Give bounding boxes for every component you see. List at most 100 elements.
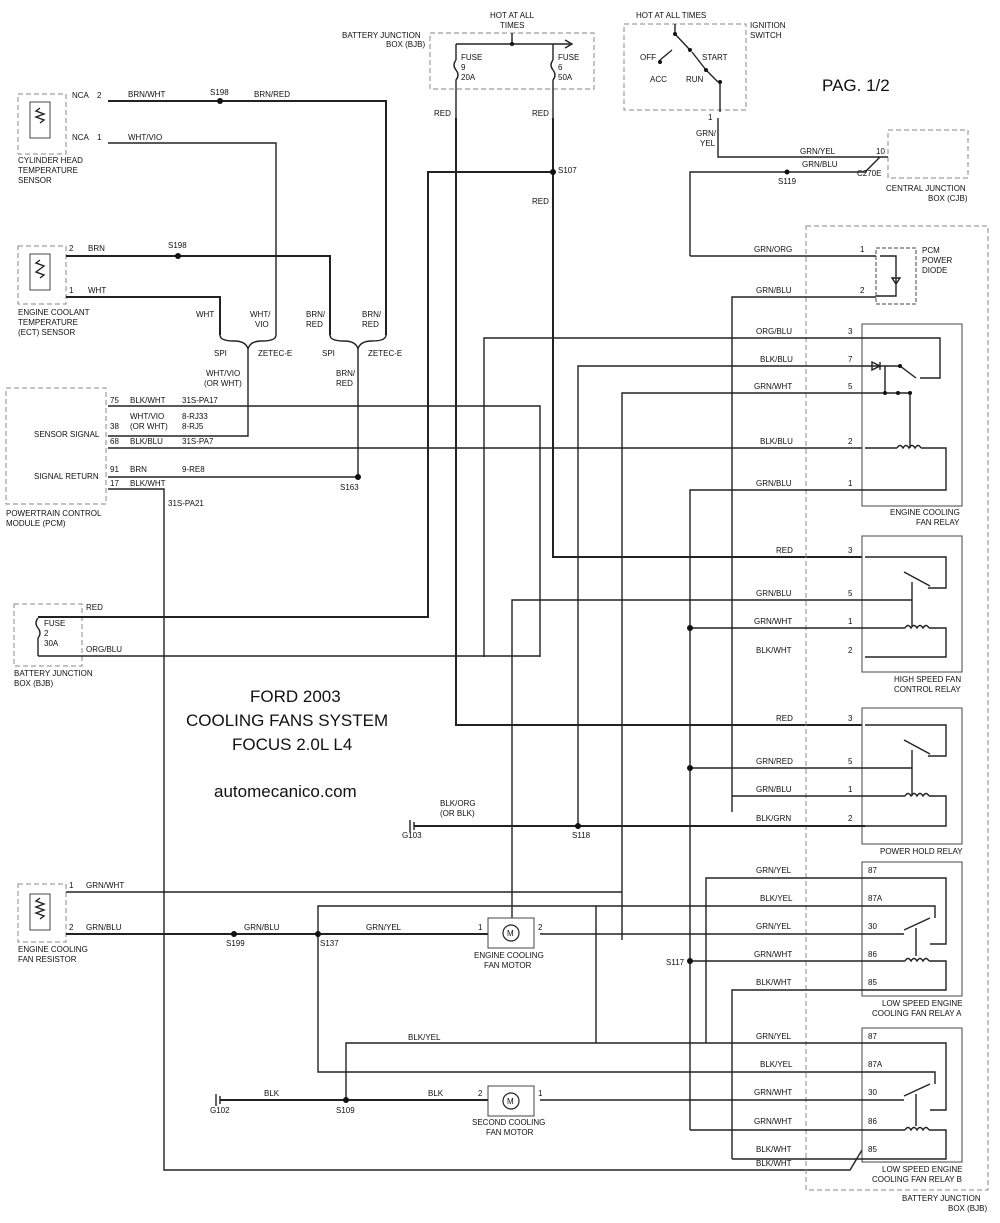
- svg-text:DIODE: DIODE: [922, 266, 947, 275]
- svg-text:NCA: NCA: [72, 91, 90, 100]
- svg-text:85: 85: [868, 1145, 877, 1154]
- svg-text:(OR WHT): (OR WHT): [204, 379, 242, 388]
- bjb-left-box: [13, 603, 83, 667]
- svg-text:YEL: YEL: [700, 139, 716, 148]
- svg-text:GRN/BLU: GRN/BLU: [86, 923, 122, 932]
- svg-text:POWERTRAIN CONTROL: POWERTRAIN CONTROL: [6, 509, 102, 518]
- svg-text:9-RE8: 9-RE8: [182, 465, 205, 474]
- svg-text:1: 1: [848, 617, 853, 626]
- svg-text:1: 1: [538, 1089, 543, 1098]
- svg-text:GRN/BLU: GRN/BLU: [756, 589, 792, 598]
- svg-text:GRN/WHT: GRN/WHT: [86, 881, 124, 890]
- svg-text:S198: S198: [168, 241, 187, 250]
- svg-text:RED: RED: [336, 379, 353, 388]
- svg-text:S117: S117: [666, 958, 685, 967]
- svg-text:68: 68: [110, 437, 119, 446]
- svg-text:1: 1: [708, 113, 713, 122]
- svg-text:1: 1: [69, 286, 74, 295]
- svg-text:GRN/WHT: GRN/WHT: [754, 1117, 792, 1126]
- cjb-box: [887, 129, 969, 179]
- pcm-box: [5, 387, 107, 505]
- fuse9-label: FUSE: [461, 53, 482, 62]
- svg-text:S163: S163: [340, 483, 359, 492]
- svg-text:ENGINE COOLANT: ENGINE COOLANT: [18, 308, 90, 317]
- svg-text:31S-PA7: 31S-PA7: [182, 437, 214, 446]
- svg-text:ORG/BLU: ORG/BLU: [86, 645, 122, 654]
- svg-text:ORG/BLU: ORG/BLU: [756, 327, 792, 336]
- svg-text:RED: RED: [86, 603, 103, 612]
- svg-text:TEMPERATURE: TEMPERATURE: [18, 318, 78, 327]
- svg-text:BLK/WHT: BLK/WHT: [130, 396, 166, 405]
- svg-text:87A: 87A: [868, 1060, 883, 1069]
- svg-text:1: 1: [97, 133, 102, 142]
- svg-text:RED: RED: [532, 197, 549, 206]
- svg-text:17: 17: [110, 479, 119, 488]
- ignition-switch-label: IGNITION: [750, 21, 786, 30]
- svg-text:LOW SPEED ENGINE: LOW SPEED ENGINE: [882, 1165, 962, 1174]
- svg-text:GRN/RED: GRN/RED: [756, 757, 793, 766]
- svg-text:RUN: RUN: [686, 75, 704, 84]
- svg-text:86: 86: [868, 1117, 877, 1126]
- ls-relay-b-box: [861, 1027, 963, 1163]
- svg-text:GRN/WHT: GRN/WHT: [754, 950, 792, 959]
- svg-text:BLK/BLU: BLK/BLU: [760, 355, 793, 364]
- svg-text:RED: RED: [776, 714, 793, 723]
- svg-text:BLK/YEL: BLK/YEL: [760, 894, 793, 903]
- svg-text:G103: G103: [402, 831, 422, 840]
- svg-text:WHT/VIO: WHT/VIO: [130, 412, 164, 421]
- svg-text:GRN/WHT: GRN/WHT: [754, 1088, 792, 1097]
- svg-text:75: 75: [110, 396, 119, 405]
- svg-text:86: 86: [868, 950, 877, 959]
- svg-text:6: 6: [558, 63, 563, 72]
- svg-text:2: 2: [44, 629, 49, 638]
- svg-text:8-RJ33: 8-RJ33: [182, 412, 208, 421]
- svg-text:BLK/WHT: BLK/WHT: [130, 479, 166, 488]
- svg-text:BRN/: BRN/: [362, 310, 382, 319]
- motor-icon: [502, 924, 520, 942]
- svg-text:BLK/YEL: BLK/YEL: [408, 1033, 441, 1042]
- page-number: PAG. 1/2: [822, 76, 890, 95]
- svg-text:GRN/YEL: GRN/YEL: [756, 1032, 792, 1041]
- svg-text:COOLING FAN RELAY A: COOLING FAN RELAY A: [872, 1009, 962, 1018]
- svg-text:BATTERY JUNCTION: BATTERY JUNCTION: [902, 1194, 981, 1203]
- svg-text:SPI: SPI: [214, 349, 227, 358]
- svg-text:1: 1: [848, 785, 853, 794]
- svg-text:ENGINE COOLING: ENGINE COOLING: [474, 951, 544, 960]
- svg-text:WHT/VIO: WHT/VIO: [128, 133, 162, 142]
- pcm-diode-label: PCM: [922, 246, 940, 255]
- svg-text:BLK: BLK: [428, 1089, 444, 1098]
- ignition-switch-box: [623, 23, 747, 111]
- svg-text:G102: G102: [210, 1106, 230, 1115]
- bjb-right-box: [805, 225, 989, 1191]
- svg-text:BLK/WHT: BLK/WHT: [756, 646, 792, 655]
- ls-relay-a-box: [861, 861, 963, 997]
- svg-text:3: 3: [848, 327, 853, 336]
- svg-text:BLK/GRN: BLK/GRN: [756, 814, 791, 823]
- svg-text:9: 9: [461, 63, 466, 72]
- ecf-motor-box: [487, 917, 535, 949]
- svg-text:OFF: OFF: [640, 53, 656, 62]
- bjb-top-label-2: BOX (BJB): [386, 40, 425, 49]
- svg-text:S199: S199: [226, 939, 245, 948]
- svg-text:RED: RED: [776, 546, 793, 555]
- fuse6-icon: [550, 59, 556, 118]
- svg-text:GRN/YEL: GRN/YEL: [366, 923, 402, 932]
- svg-text:GRN/BLU: GRN/BLU: [756, 785, 792, 794]
- svg-text:BRN/RED: BRN/RED: [254, 90, 290, 99]
- svg-text:2: 2: [97, 91, 102, 100]
- hot-at-all-times-label: HOT AT ALL: [490, 11, 535, 20]
- svg-text:GRN/BLU: GRN/BLU: [802, 160, 838, 169]
- svg-text:SPI: SPI: [322, 349, 335, 358]
- svg-text:FAN RELAY: FAN RELAY: [916, 518, 960, 527]
- svg-text:GRN/WHT: GRN/WHT: [754, 382, 792, 391]
- svg-text:WHT/VIO: WHT/VIO: [206, 369, 240, 378]
- svg-text:2: 2: [478, 1089, 483, 1098]
- svg-text:BRN/WHT: BRN/WHT: [128, 90, 165, 99]
- ecf-relay-box: [861, 323, 963, 507]
- svg-text:VIO: VIO: [255, 320, 269, 329]
- site-label: automecanico.com: [214, 782, 357, 801]
- svg-text:5: 5: [848, 757, 853, 766]
- diagram-title-2: COOLING FANS SYSTEM: [186, 711, 388, 730]
- svg-text:S137: S137: [320, 939, 339, 948]
- svg-text:RED: RED: [362, 320, 379, 329]
